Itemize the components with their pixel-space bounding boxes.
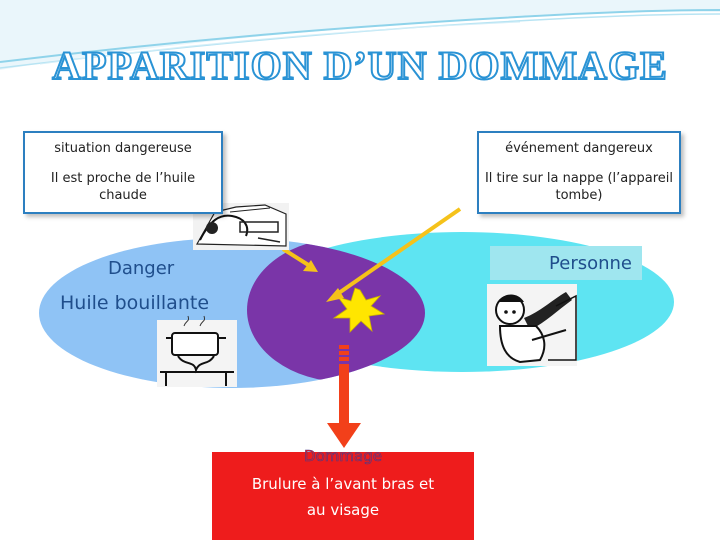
- illustration-pot-stove: [157, 315, 237, 387]
- situation-dangereuse-box: situation dangereuse Il est proche de l’…: [23, 131, 223, 214]
- header-swoosh-decoration: [0, 0, 720, 70]
- situation-text: Il est proche de l’huile chaude: [50, 171, 196, 203]
- situation-heading: situation dangereuse: [54, 141, 192, 156]
- arrow-to-damage: [327, 345, 361, 448]
- arrow-event-to-burst: [326, 207, 462, 302]
- danger-label: Danger: [108, 258, 175, 279]
- burst-icon: [332, 287, 386, 333]
- event-text: Il tire sur la nappe (l’appareil tombe): [484, 171, 674, 203]
- event-heading: événement dangereux: [505, 141, 653, 156]
- evenement-dangereux-box: événement dangereux Il tire sur la nappe…: [477, 131, 681, 214]
- damage-box: Dommage Brulure à l’avant bras et au vis…: [212, 447, 474, 540]
- illustration-person-pulling: [487, 284, 577, 366]
- arrow-situation-to-danger: [281, 247, 318, 272]
- damage-title: Dommage: [304, 447, 383, 466]
- damage-line-1: Brulure à l’avant bras et: [251, 475, 435, 493]
- damage-line-2: au visage: [306, 501, 380, 519]
- page-title: APPARITION D’UN DOMMAGE: [51, 42, 668, 89]
- illustration-person-cooking: [193, 203, 289, 250]
- person-label: Personne: [490, 246, 642, 280]
- hazard-label: Huile bouillante: [60, 292, 210, 314]
